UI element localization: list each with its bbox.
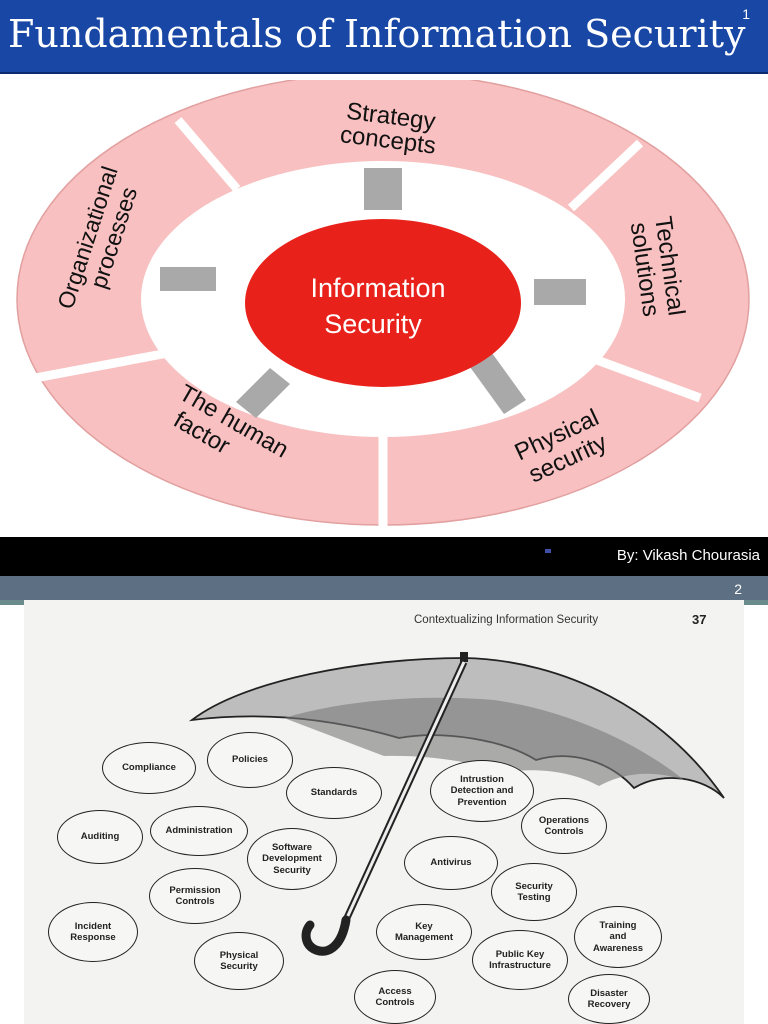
- umbrella-handle: [301, 915, 351, 956]
- segment-dividers: [34, 117, 702, 528]
- spokes: [160, 168, 586, 418]
- bubble-compliance: Compliance: [102, 742, 196, 794]
- bubble-access-controls: Access Controls: [354, 970, 436, 1024]
- bubble-incident-response: Incident Response: [48, 902, 138, 962]
- umbrella-tip: [460, 652, 468, 662]
- slide-2: 2 Contextualizing Information Security 3…: [0, 576, 768, 1024]
- accent-strip-right: [742, 600, 768, 605]
- bubble-permission-controls: Permission Controls: [149, 868, 241, 924]
- umbrella-shaft-highlight: [344, 661, 466, 921]
- slide-number: 1: [742, 6, 750, 22]
- title-bar: Fundamentals of Information Security 1: [0, 0, 768, 74]
- scanned-book-page: Contextualizing Information Security 37 …: [24, 600, 744, 1024]
- footer-author: By: Vikash Chourasia: [616, 547, 760, 564]
- slide-2-number: 2: [734, 581, 742, 597]
- slide-title: Fundamentals of Information Security: [8, 12, 746, 56]
- bubble-security-testing: Security Testing: [491, 863, 577, 921]
- center-circle: [245, 219, 521, 387]
- bubble-intrusion-detection: Intrustion Detection and Prevention: [430, 760, 534, 822]
- center-label-line1: Information: [310, 273, 445, 303]
- bubble-operations-controls: Operations Controls: [521, 798, 607, 854]
- bubble-antivirus: Antivirus: [404, 836, 498, 890]
- slide-2-header-bar: 2: [0, 576, 768, 600]
- bubble-disaster-recovery: Disaster Recovery: [568, 974, 650, 1024]
- umbrella-shadow: [284, 697, 684, 786]
- book-page-number: 37: [692, 612, 707, 627]
- information-security-diagram: Information Security Strategy concepts T…: [16, 80, 750, 528]
- bubble-auditing: Auditing: [57, 810, 143, 864]
- center-label-line2: Security: [324, 309, 422, 339]
- slide-1: Fundamentals of Information Security 1 I…: [0, 0, 768, 576]
- bubble-standards: Standards: [286, 767, 382, 819]
- bubble-training-awareness: Training and Awareness: [574, 906, 662, 968]
- bubble-software-development-security: Software Development Security: [247, 828, 337, 890]
- footer-bar: By: Vikash Chourasia: [0, 537, 768, 576]
- bubble-public-key-infrastructure: Public Key Infrastructure: [472, 930, 568, 990]
- bubble-physical-security: Physical Security: [194, 932, 284, 990]
- bubble-key-management: Key Management: [376, 904, 472, 960]
- bubble-administration: Administration: [150, 806, 248, 856]
- book-running-header: Contextualizing Information Security: [414, 614, 599, 626]
- footer-bullet: [545, 549, 551, 553]
- accent-strip-left: [0, 600, 26, 605]
- bubble-policies: Policies: [207, 732, 293, 788]
- umbrella-illustration: [188, 652, 725, 956]
